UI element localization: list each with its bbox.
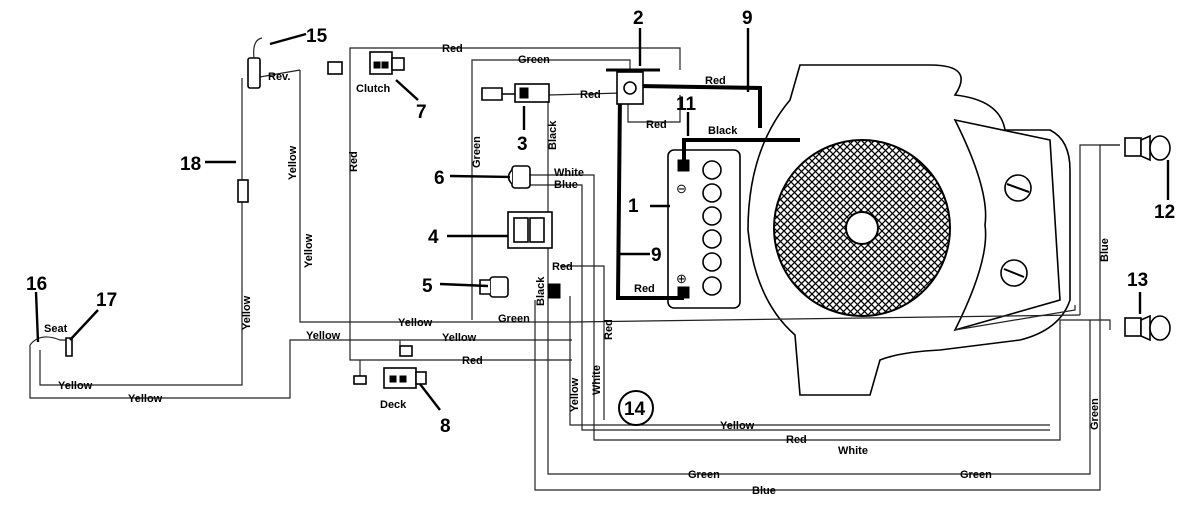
clutch-switch [327,51,405,75]
wire-label-red: Red [786,434,807,446]
wire-label-yellow: Yellow [287,145,299,180]
wire-label-green: Green [688,469,720,481]
battery-cables [615,84,800,300]
callout-14: 14 [624,399,646,420]
callout-18: 18 [180,154,201,175]
wire-label-white: White [554,167,584,179]
wire-label-yellow: Yellow [58,380,93,392]
callout-12: 12 [1154,202,1175,223]
callout-8: 8 [440,416,451,437]
callout-9-top: 9 [742,8,753,29]
wires [29,47,1120,491]
callout-11: 11 [676,94,697,115]
wire-label-red: Red [442,43,463,55]
callout-1: 1 [628,196,639,217]
callout-numbers: 1 2 3 4 5 6 7 8 9 9 11 12 13 14 15 16 17… [26,8,1175,437]
wire-label-yellow: Yellow [398,317,433,329]
callout-arrows [34,28,1170,411]
wire-label-black: Black [547,120,559,150]
wire-label-yellow: Yellow [442,332,477,344]
headlight-upper [1124,134,1171,162]
callout-17: 17 [96,290,117,311]
battery-negative-symbol: ⊖ [676,181,687,196]
wire-label-red: Red [603,319,615,340]
callout-3: 3 [517,134,528,155]
reverse-switch [247,37,263,89]
wire-label-red: Red [705,75,726,87]
callout-16: 16 [26,274,47,295]
wire-label-yellow: Yellow [241,295,253,330]
wire-label-white: White [591,365,603,395]
wire-label-yellow: Yellow [720,420,755,432]
wire-label-red: Red [552,261,573,273]
wire-label-red: Red [634,283,655,295]
callout-15: 15 [306,26,328,47]
callout-6: 6 [434,168,445,189]
wire-label-red: Red [348,151,360,172]
wire-labels: Red Green Red Red Red Black White Blue R… [58,43,1111,497]
headlight-lower [1124,314,1171,342]
engine [747,64,1076,396]
wire-label-blue: Blue [1099,238,1111,262]
callout-9-side: 9 [651,245,662,266]
wire-label-green: Green [518,54,550,66]
wire-label-red: Red [462,355,483,367]
callout-2: 2 [633,8,644,29]
battery: ⊖ ⊕ [667,149,741,309]
label-rev: Rev. [268,71,290,83]
pto-switch [507,165,531,189]
wire-label-green: Green [471,136,483,168]
ignition-key-switch [481,83,550,103]
wire-label-yellow: Yellow [128,393,163,405]
deck-switch [353,367,427,389]
wire-label-blue: Blue [554,179,578,191]
starter-solenoid [606,68,660,105]
ignition-module [507,211,553,249]
seat-switch [29,336,73,357]
callout-13: 13 [1127,270,1148,291]
label-seat: Seat [44,323,68,335]
callout-5: 5 [422,276,433,297]
callout-4: 4 [428,227,439,248]
label-clutch: Clutch [356,83,391,95]
callout-7: 7 [416,102,427,123]
wire-harness-connector [547,283,561,299]
wire-label-yellow: Yellow [306,330,341,342]
connector-yellow [399,345,413,357]
callout-14-circle [618,390,654,426]
wire-label-yellow: Yellow [569,377,581,412]
wire-label-green: Green [960,469,992,481]
wire-label-red: Red [646,119,667,131]
wire-label-red: Red [580,89,601,101]
wire-label-black: Black [708,125,738,137]
wire-label-blue: Blue [752,485,776,497]
wire-label-black: Black [535,276,547,306]
inline-fuse [237,179,249,203]
label-deck: Deck [380,399,407,411]
wire-label-green: Green [1089,398,1101,430]
wire-label-green: Green [498,313,530,325]
wire-label-yellow: Yellow [303,233,315,268]
battery-positive-symbol: ⊕ [676,271,687,286]
wire-label-white: White [838,445,868,457]
